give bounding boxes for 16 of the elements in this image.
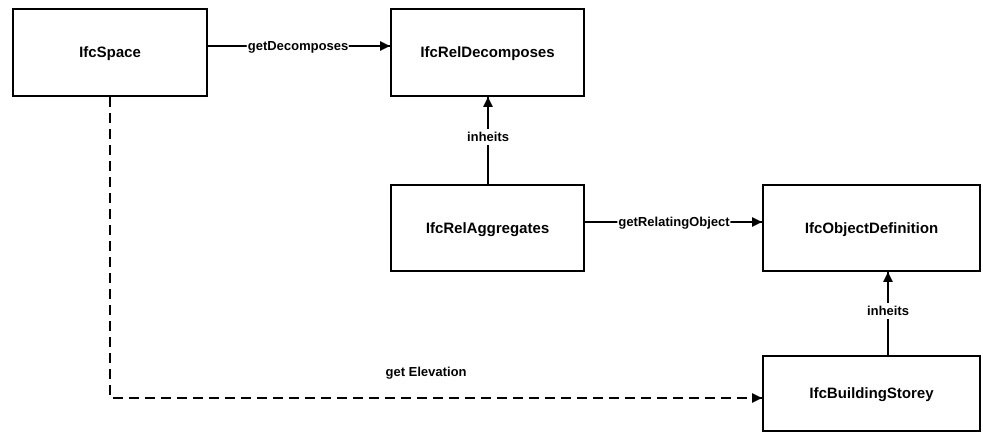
class-name: IfcObjectDefinition [804,220,938,236]
dashed-arrow [109,97,762,403]
edge-label: get Elevation [384,364,468,380]
class-box [390,8,585,97]
class-box [762,355,981,432]
edge-label: inheits [466,129,510,145]
class-box [12,8,208,97]
class-box [390,184,585,272]
class-name: IfcRelAggregates [426,220,550,236]
class-name: IfcSpace [79,44,141,61]
class-name: IfcRelDecomposes [420,44,555,61]
edge-label: getDecomposes [246,38,350,54]
edge-label: inheits [866,303,910,319]
edge-label: getRelatingObject [617,214,731,230]
class-name: IfcBuildingStorey [809,385,934,402]
class-box [762,184,981,272]
